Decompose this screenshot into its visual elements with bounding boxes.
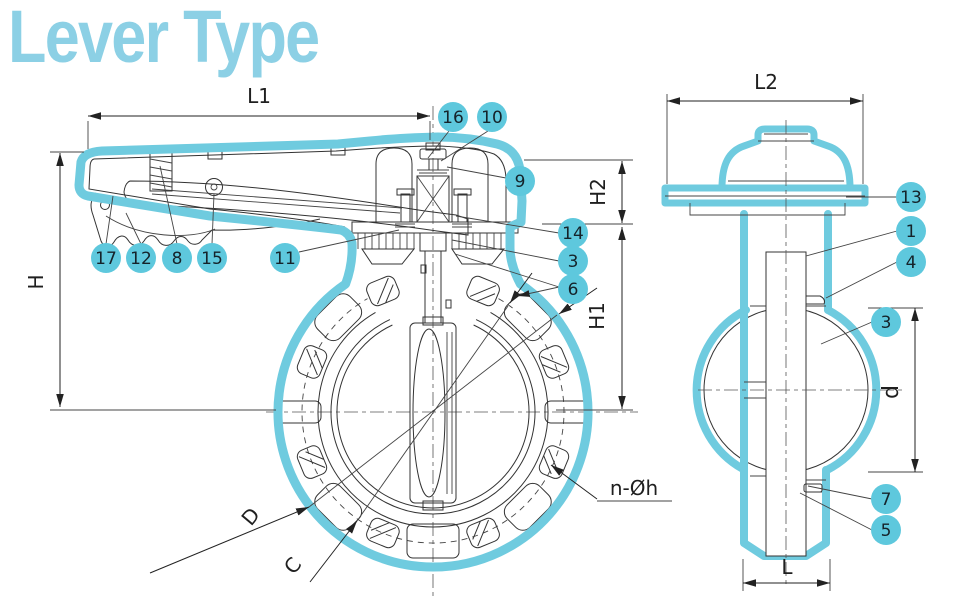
dim-L-label: L xyxy=(781,555,793,579)
plate-bolt-right xyxy=(452,188,472,228)
side-seats xyxy=(750,295,826,493)
svg-text:16: 16 xyxy=(442,108,464,128)
callout-12: 12 xyxy=(126,243,156,273)
svg-text:11: 11 xyxy=(274,249,296,269)
svg-text:3: 3 xyxy=(881,313,892,333)
front-view: L1 H H2 H1 D xyxy=(24,84,672,600)
dim-L1: L1 xyxy=(87,84,431,149)
disc-and-stem xyxy=(409,250,457,511)
dim-L1-label: L1 xyxy=(247,84,271,108)
svg-text:5: 5 xyxy=(881,521,892,541)
side-leaders xyxy=(799,196,898,531)
callout-1: 1 xyxy=(896,216,926,246)
body-outline-front xyxy=(74,132,593,572)
handle-pivot xyxy=(205,178,223,196)
dim-bolt-holes-label: n-Øh xyxy=(610,476,658,500)
svg-text:6: 6 xyxy=(568,280,579,300)
dim-L2-label: L2 xyxy=(754,70,778,94)
svg-text:4: 4 xyxy=(906,253,917,273)
mounting-plate xyxy=(351,188,519,265)
bottom-boss xyxy=(406,523,460,559)
svg-text:10: 10 xyxy=(481,108,503,128)
dim-C-label: C xyxy=(279,552,306,578)
callout-14: 14 xyxy=(558,218,588,248)
dim-d-label: d xyxy=(879,385,904,399)
dim-L: L xyxy=(742,555,831,591)
stem-mechanism xyxy=(416,142,450,223)
dome-lobe-right xyxy=(451,147,489,223)
callout-15: 15 xyxy=(197,243,227,273)
side-plate xyxy=(661,184,869,207)
callout-11: 11 xyxy=(270,243,300,273)
callout-16: 16 xyxy=(438,102,468,132)
svg-text:7: 7 xyxy=(881,490,892,510)
dim-d: d xyxy=(868,307,923,473)
svg-text:3: 3 xyxy=(568,252,579,272)
side-view: L2 d L 13 1 4 3 7 5 xyxy=(661,70,926,591)
dim-L2: L2 xyxy=(666,70,864,184)
callout-5: 5 xyxy=(871,515,901,545)
callout-7: 7 xyxy=(871,484,901,514)
svg-text:17: 17 xyxy=(95,249,117,269)
flange-bolts xyxy=(296,275,570,549)
svg-text:14: 14 xyxy=(562,224,584,244)
dim-H2: H2 xyxy=(524,159,633,411)
body-ring-outer xyxy=(330,319,536,515)
dim-H1: H1 xyxy=(585,227,626,409)
callout-6: 6 xyxy=(558,274,588,304)
dim-H2-label: H2 xyxy=(586,178,610,206)
callout-10: 10 xyxy=(477,102,507,132)
callout-4: 4 xyxy=(896,247,926,277)
callout-13: 13 xyxy=(896,182,926,212)
dim-bolt-holes: n-Øh xyxy=(550,464,672,502)
svg-text:9: 9 xyxy=(515,172,526,192)
dim-H1-label: H1 xyxy=(585,302,609,330)
callout-3-front: 3 xyxy=(558,246,588,276)
bolt-circle xyxy=(301,298,565,544)
side-body-circle xyxy=(692,306,881,474)
callout-8: 8 xyxy=(162,243,192,273)
dim-C: C xyxy=(279,272,533,583)
body-ring-inner xyxy=(336,324,530,509)
svg-text:1: 1 xyxy=(906,222,917,242)
callout-9: 9 xyxy=(505,166,535,196)
svg-text:8: 8 xyxy=(172,249,183,269)
page-title: Lever Type xyxy=(8,0,320,78)
dim-H-label: H xyxy=(24,274,48,289)
front-leaders xyxy=(105,130,560,297)
flange-scallop-ring xyxy=(317,311,549,528)
dome-lobe-left xyxy=(375,147,413,223)
callout-17: 17 xyxy=(91,243,121,273)
dim-D-label: D xyxy=(236,503,264,530)
callout-3-side: 3 xyxy=(871,307,901,337)
lever-handle xyxy=(88,145,507,247)
dim-H: H xyxy=(24,151,276,411)
svg-text:12: 12 xyxy=(130,249,152,269)
side-neck-edges xyxy=(740,210,832,473)
svg-text:13: 13 xyxy=(900,188,922,208)
svg-text:15: 15 xyxy=(201,249,223,269)
